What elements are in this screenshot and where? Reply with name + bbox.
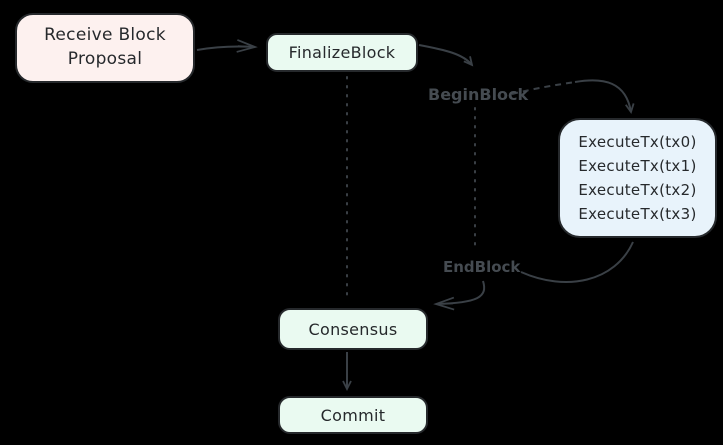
execute-tx-line: ExecuteTx(tx1) (578, 157, 697, 175)
node-execute-tx: ExecuteTx(tx0) ExecuteTx(tx1) ExecuteTx(… (558, 118, 717, 238)
curve-endblock-to-consensus (433, 280, 486, 311)
execute-tx-line: ExecuteTx(tx0) (578, 133, 697, 151)
node-finalize-block: FinalizeBlock (266, 33, 418, 72)
curve-execute-to-endblock (520, 241, 634, 283)
node-commit: Commit (278, 396, 428, 434)
node-consensus: Consensus (278, 308, 428, 350)
node-commit-label: Commit (320, 405, 386, 425)
arrow-receive-to-finalize (196, 39, 258, 53)
dashed-segment-beginblock-to-execute (511, 81, 576, 95)
arrow-finalize-to-beginblock (418, 44, 474, 67)
execute-tx-line: ExecuteTx(tx3) (578, 205, 697, 223)
node-receive-block-proposal: Receive Block Proposal (15, 13, 195, 83)
node-receive-block-proposal-label: Receive Block Proposal (44, 25, 166, 69)
execute-tx-line: ExecuteTx(tx2) (578, 181, 697, 199)
curve-beginblock-to-execute (574, 79, 635, 114)
label-beginblock: BeginBlock (428, 85, 529, 104)
node-finalize-block-label: FinalizeBlock (288, 43, 396, 62)
node-consensus-label: Consensus (308, 319, 398, 339)
label-endblock: EndBlock (443, 258, 521, 276)
